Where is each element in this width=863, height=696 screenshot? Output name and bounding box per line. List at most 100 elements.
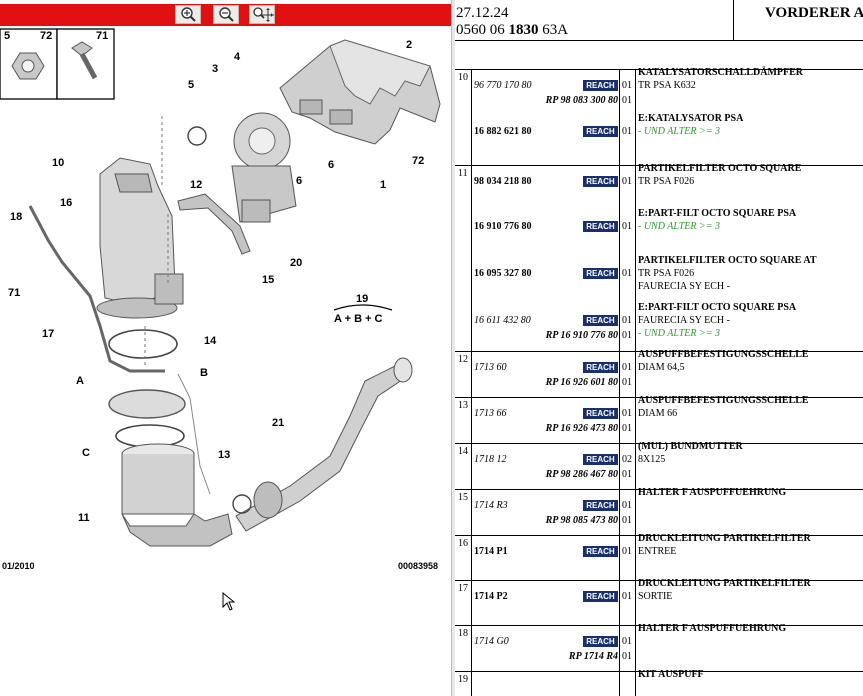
part-number[interactable]: 16 882 621 80 bbox=[474, 126, 532, 137]
inset-label-71: 71 bbox=[96, 30, 108, 42]
callout-6a: 6 bbox=[328, 159, 334, 171]
part-number[interactable]: 1718 12 bbox=[474, 454, 507, 465]
part-number[interactable]: 1714 P1 bbox=[474, 546, 508, 557]
quantity: 01 bbox=[622, 221, 632, 232]
replacement-quantity: 01 bbox=[622, 377, 632, 388]
part-number[interactable]: 1713 60 bbox=[474, 362, 507, 373]
bracket-15 bbox=[177, 193, 251, 255]
gasket-ring bbox=[108, 329, 178, 359]
quantity: 01 bbox=[622, 315, 632, 326]
callout-12: 12 bbox=[190, 179, 202, 191]
row-number: 14 bbox=[458, 446, 468, 457]
callout-6b: 6 bbox=[296, 175, 302, 187]
quantity: 01 bbox=[622, 80, 632, 91]
zoom-pan-icon bbox=[253, 7, 274, 22]
callout-3: 3 bbox=[212, 63, 218, 75]
part-description: KIT AUSPUFF bbox=[638, 669, 704, 680]
callout-10: 10 bbox=[52, 157, 64, 169]
row-number: 17 bbox=[458, 583, 468, 594]
row-number: 18 bbox=[458, 628, 468, 639]
callout-4: 4 bbox=[234, 51, 241, 63]
zoom-pan-button[interactable] bbox=[249, 5, 275, 24]
part-description: TR PSA K632 bbox=[638, 80, 696, 91]
callout-14: 14 bbox=[204, 335, 217, 347]
part-description: 8X125 bbox=[638, 454, 666, 465]
part-number[interactable]: 98 034 218 80 bbox=[474, 176, 532, 187]
part-number[interactable]: 1713 66 bbox=[474, 408, 507, 419]
row-number: 11 bbox=[458, 168, 468, 179]
replacement-quantity: 01 bbox=[622, 469, 632, 480]
row-number: 15 bbox=[458, 492, 468, 503]
callout-b: B bbox=[200, 367, 208, 379]
row-number: 16 bbox=[458, 538, 468, 549]
part-number[interactable]: 1714 R3 bbox=[474, 500, 508, 511]
pane-divider[interactable] bbox=[451, 0, 455, 696]
part-description: - UND ALTER >= 3 bbox=[638, 126, 721, 137]
turbocharger bbox=[231, 112, 297, 223]
callout-5: 5 bbox=[188, 79, 194, 91]
replacement-part-number[interactable]: RP 16 926 601 80 bbox=[545, 377, 618, 388]
row-number: 12 bbox=[458, 354, 468, 365]
part-description: E:PART-FILT OCTO SQUARE PSA bbox=[638, 302, 797, 313]
part-description: ENTREE bbox=[638, 546, 677, 557]
replacement-part-number[interactable]: RP 16 910 776 80 bbox=[545, 330, 618, 341]
part-number[interactable]: 16 910 776 80 bbox=[474, 221, 532, 232]
zoom-in-button[interactable] bbox=[175, 5, 201, 24]
part-description: FAURECIA SY ECH - bbox=[638, 315, 730, 326]
reach-badge: REACH bbox=[583, 636, 618, 647]
callout-19: 19 bbox=[356, 293, 368, 305]
callout-abc: A + B + C bbox=[334, 313, 383, 325]
reach-badge: REACH bbox=[583, 176, 618, 187]
quantity: 01 bbox=[622, 176, 632, 187]
replacement-part-number[interactable]: RP 1714 R4 bbox=[568, 651, 618, 662]
callout-2: 2 bbox=[406, 39, 412, 51]
quantity: 01 bbox=[622, 268, 632, 279]
part-description: E:KATALYSATOR PSA bbox=[638, 113, 744, 124]
catalog-date: 27.12.24 bbox=[456, 5, 509, 21]
reach-badge: REACH bbox=[583, 221, 618, 232]
part-description: PARTIKELFILTER OCTO SQUARE bbox=[638, 163, 802, 174]
replacement-part-number[interactable]: RP 16 926 473 80 bbox=[545, 423, 618, 434]
clamp-12 bbox=[187, 126, 207, 146]
replacement-part-number[interactable]: RP 98 085 473 80 bbox=[545, 515, 618, 526]
parts-row[interactable]: 10 96 770 170 80 REACH 01 KATALYSATORSCHALLD… bbox=[455, 67, 863, 166]
part-number[interactable]: 96 770 170 80 bbox=[474, 80, 532, 91]
part-description: - UND ALTER >= 3 bbox=[638, 221, 721, 232]
callout-18: 18 bbox=[10, 211, 22, 223]
replacement-part-number[interactable]: RP 98 286 467 80 bbox=[545, 469, 618, 480]
replacement-quantity: 01 bbox=[622, 423, 632, 434]
quantity: 01 bbox=[622, 636, 632, 647]
zoom-out-button[interactable] bbox=[213, 5, 239, 24]
section-title: VORDERER A bbox=[765, 5, 863, 21]
part-number[interactable]: 1714 P2 bbox=[474, 591, 508, 602]
part-number[interactable]: 1714 G0 bbox=[474, 636, 509, 647]
part-description: KATALYSATORSCHALLDÄMPFER bbox=[638, 67, 804, 78]
part-description: - UND ALTER >= 3 bbox=[638, 328, 721, 339]
callout-20: 20 bbox=[290, 257, 302, 269]
part-description: PARTIKELFILTER OCTO SQUARE AT bbox=[638, 255, 817, 266]
reach-badge: REACH bbox=[583, 362, 618, 373]
row-number: 10 bbox=[458, 72, 468, 83]
quantity: 01 bbox=[622, 126, 632, 137]
replacement-quantity: 01 bbox=[622, 515, 632, 526]
part-number[interactable]: 16 095 327 80 bbox=[474, 268, 532, 279]
callout-16: 16 bbox=[60, 197, 72, 209]
part-number[interactable]: 16 611 432 80 bbox=[474, 315, 531, 326]
reach-badge: REACH bbox=[583, 126, 618, 137]
gasket-c bbox=[115, 424, 185, 448]
reach-badge: REACH bbox=[583, 546, 618, 557]
replacement-part-number[interactable]: RP 98 083 300 80 bbox=[545, 95, 618, 106]
callout-a: A bbox=[76, 375, 84, 387]
part-description: FAURECIA SY ECH - bbox=[638, 281, 730, 292]
mouse-cursor-icon bbox=[222, 592, 236, 611]
